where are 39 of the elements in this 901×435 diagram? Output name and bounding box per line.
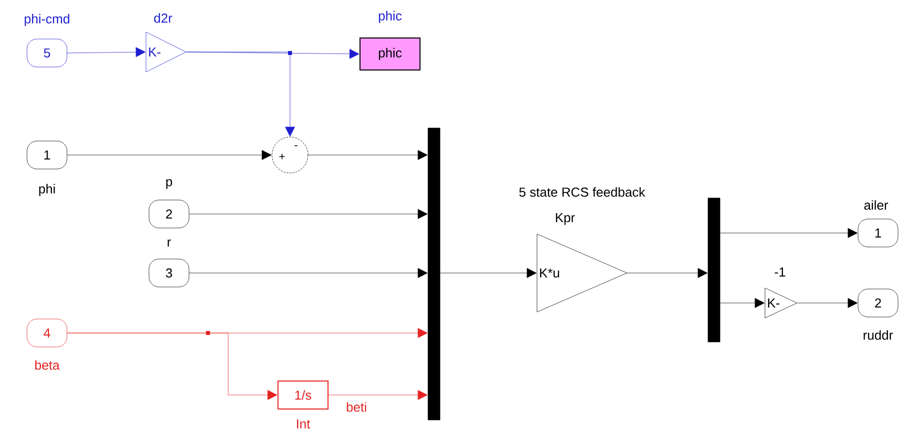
signal-arrow (186, 52, 295, 137)
block-name: ailer (864, 200, 888, 210)
block-name: 5 state RCS feedback (519, 187, 646, 197)
signal-arrow (797, 298, 858, 308)
block-name: ruddr (864, 330, 893, 340)
block-name: beta (35, 360, 60, 370)
signal-arrow (308, 150, 428, 160)
signal-arrow (189, 268, 428, 278)
signal-arrow (720, 298, 765, 308)
block-name: p (166, 179, 172, 189)
signal-arrow (67, 47, 146, 58)
block-name: Int (297, 419, 310, 428)
port-block: 2 (858, 288, 898, 318)
block-name: r (168, 240, 171, 246)
edge-label: beti (345, 401, 368, 413)
signal-arrow (720, 228, 858, 238)
gain-triangle: K*u (536, 234, 628, 312)
gain-triangle: K- (764, 288, 798, 318)
block-name: phic (378, 10, 402, 24)
port-block: 1 (26, 140, 68, 170)
signal-arrow (67, 150, 272, 160)
signal-arrow (440, 268, 537, 278)
block-name: phi-cmd (24, 14, 70, 26)
block-name: d2r (154, 13, 172, 23)
port-block: 4 (26, 318, 68, 348)
block-box: phic (360, 38, 420, 70)
gain-triangle: K- (146, 32, 186, 72)
signal-arrow (627, 268, 708, 278)
port-block: 3 (148, 258, 190, 288)
port-block: 5 (26, 38, 68, 68)
port-block: 1 (858, 218, 898, 248)
block-name: phi (39, 184, 55, 196)
signal-arrow (328, 390, 428, 400)
block-name: -1 (774, 268, 786, 276)
port-block: 2 (148, 200, 190, 228)
signal-arrow (67, 332, 278, 400)
block-name: Kpr (556, 213, 575, 225)
block-box: 1/s (278, 380, 328, 410)
signal-arrow (189, 209, 428, 219)
